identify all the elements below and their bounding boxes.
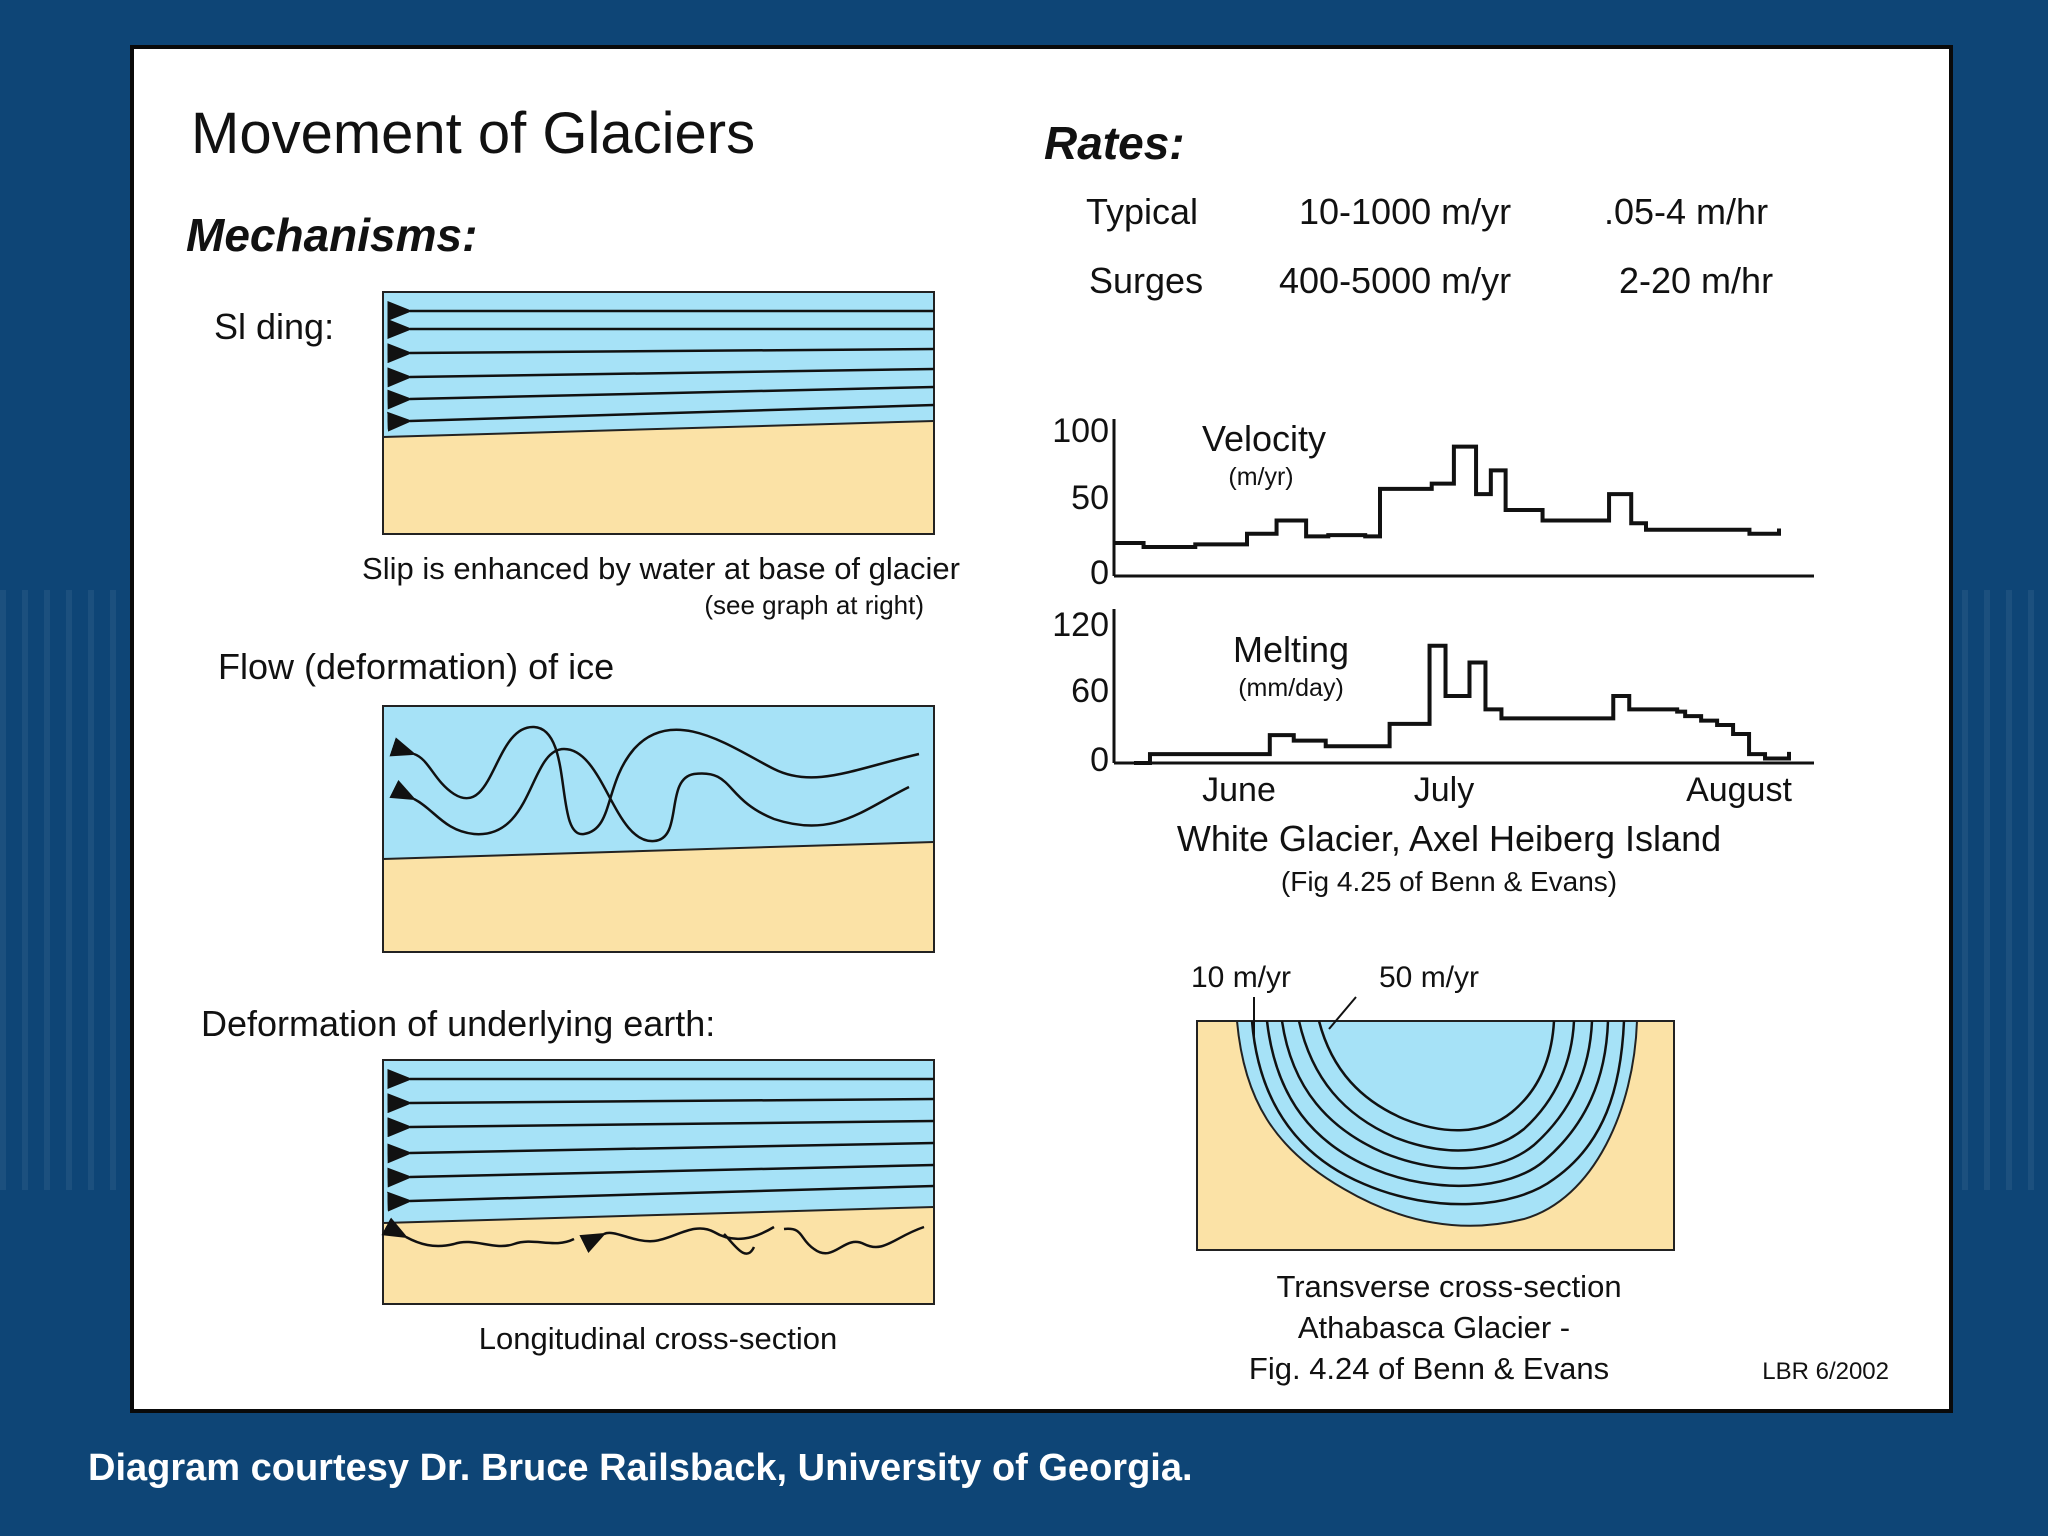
label-50-myr: 50 m/yr: [1379, 961, 1479, 994]
decorative-stripes-left: [0, 590, 130, 1190]
rates-row-surges-per-hour: 2-20 m/hr: [1619, 260, 1773, 301]
velocity-tick-label: 0: [1090, 554, 1109, 592]
melting-tick-label: 0: [1090, 741, 1109, 779]
melting-unit: (mm/day): [1238, 674, 1344, 702]
diagram-slide: Movement of Glaciers Mechanisms: Rates: …: [130, 45, 1953, 1413]
diagram-canvas: Movement of Glaciers Mechanisms: Rates: …: [186, 101, 1889, 1386]
longitudinal-caption: Longitudinal cross-section: [479, 1321, 837, 1356]
graph-caption: White Glacier, Axel Heiberg Island: [1177, 818, 1721, 859]
rates-row-surges-per-year: 400-5000 m/yr: [1279, 260, 1511, 301]
sliding-ice: [383, 292, 934, 437]
earth-deformation-panel: Deformation of underlying earth: Longitu…: [201, 1003, 935, 1356]
sliding-flow-arrows: [387, 301, 935, 432]
melting-series-line: [1134, 643, 1791, 765]
rates-row-surges-label: Surges: [1089, 260, 1203, 301]
glacier-ice-body: [1235, 1020, 1639, 1227]
flow-ice: [383, 706, 934, 859]
rates-row-typical-per-hour: .05-4 m/hr: [1604, 191, 1768, 232]
cross-section-caption: Transverse cross-section: [1276, 1269, 1621, 1304]
flow-panel: Flow (deformation) of ice: [218, 646, 935, 953]
rates-row-typical-per-year: 10-1000 m/yr: [1299, 191, 1511, 232]
sliding-panel: Sl ding: Slip is enhanced by water at ba…: [214, 291, 960, 620]
month-label: August: [1686, 771, 1792, 809]
mechanisms-heading: Mechanisms:: [186, 209, 477, 261]
earth-flow-arrows: [381, 1069, 935, 1255]
flow-label: Flow (deformation) of ice: [218, 646, 614, 687]
label-10-myr: 10 m/yr: [1191, 961, 1291, 994]
melting-chart: 120 60 0 Melting (mm/day) June July Augu…: [1052, 606, 1814, 809]
sliding-note-sub: (see graph at right): [704, 590, 924, 620]
glacier-graphs: 100 50 0 Velocity (m/yr) 120 60 0 Meltin…: [1052, 412, 1814, 897]
velocity-unit: (m/yr): [1228, 463, 1293, 491]
slide-title: Movement of Glaciers: [191, 101, 755, 166]
cross-section-caption-2: Athabasca Glacier -: [1298, 1310, 1570, 1345]
flow-deformation-lines: [389, 725, 920, 843]
velocity-series-line: [1114, 444, 1781, 549]
transverse-cross-section: 10 m/yr 50 m/yr Transverse cross-section…: [1191, 961, 1889, 1386]
velocity-chart: 100 50 0 Velocity (m/yr): [1052, 412, 1814, 592]
velocity-tick-label: 50: [1071, 479, 1109, 517]
melting-tick-label: 120: [1052, 606, 1109, 644]
earth-deformation-label: Deformation of underlying earth:: [201, 1003, 715, 1044]
sliding-note: Slip is enhanced by water at base of gla…: [362, 551, 960, 586]
footer-caption: Diagram courtesy Dr. Bruce Railsback, Un…: [88, 1447, 1193, 1489]
velocity-label: Velocity: [1202, 418, 1326, 459]
sliding-label: Sl ding:: [214, 306, 334, 347]
pointer-50: [1328, 996, 1357, 1030]
velocity-tick-label: 100: [1052, 412, 1109, 450]
melting-tick-label: 60: [1071, 672, 1109, 710]
sliding-bed-line: [382, 420, 935, 438]
month-label: June: [1202, 771, 1276, 809]
graph-caption-sub: (Fig 4.25 of Benn & Evans): [1281, 866, 1617, 897]
rates-table: Typical 10-1000 m/yr .05-4 m/hr Surges 4…: [1086, 191, 1773, 301]
credit-mark: LBR 6/2002: [1762, 1358, 1889, 1385]
melting-label: Melting: [1233, 629, 1349, 670]
rates-row-typical-label: Typical: [1086, 191, 1198, 232]
rates-heading: Rates:: [1044, 117, 1185, 169]
velocity-contours: [1250, 1020, 1626, 1206]
cross-section-caption-3: Fig. 4.24 of Benn & Evans: [1249, 1351, 1609, 1386]
month-label: July: [1414, 771, 1474, 809]
